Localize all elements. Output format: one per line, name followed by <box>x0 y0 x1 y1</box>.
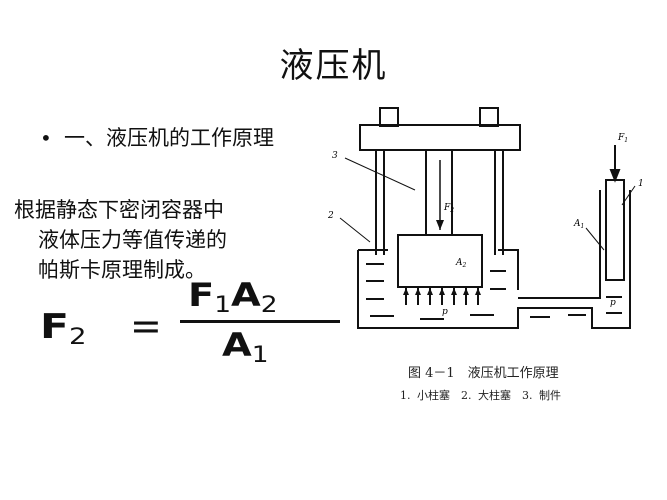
label-a1: A1 <box>573 219 584 230</box>
formula-numerator: F1A2 <box>188 276 278 318</box>
figure-legend: 1. 小柱塞 2. 大柱塞 3. 制件 <box>400 389 561 402</box>
label-f2: F2 <box>443 203 454 214</box>
principle-paragraph: 根据静态下密闭容器中 液体压力等值传递的 帕斯卡原理制成。 <box>14 195 314 285</box>
label-3: 3 <box>332 151 338 161</box>
bullet-marker: • <box>40 126 52 150</box>
paragraph-line-3: 帕斯卡原理制成。 <box>38 258 206 282</box>
formula-lhs: F2 <box>40 307 87 350</box>
label-p-big: p <box>442 307 448 317</box>
paragraph-line-1: 根据静态下密闭容器中 <box>14 198 224 222</box>
label-2: 2 <box>327 211 334 221</box>
label-1: 1 <box>638 179 644 189</box>
pascal-formula: F2 = F1A2 A1 <box>30 276 340 372</box>
label-f1: F1 <box>617 133 628 144</box>
paragraph-line-2: 液体压力等值传递的 <box>38 228 227 252</box>
hydraulic-press-diagram: 3 2 1 F1 F2 A1 A2 p p <box>327 107 644 329</box>
fraction-bar <box>180 320 340 323</box>
label-a2: A2 <box>455 258 467 269</box>
slide-title: 液压机 <box>279 46 388 86</box>
formula-denominator: A1 <box>222 326 269 368</box>
label-p-small: p <box>610 298 616 308</box>
formula-equals: = <box>130 304 162 348</box>
bullet-text: 一、液压机的工作原理 <box>64 126 274 150</box>
figure-caption: 图 4－1 液压机工作原理 <box>408 366 559 381</box>
